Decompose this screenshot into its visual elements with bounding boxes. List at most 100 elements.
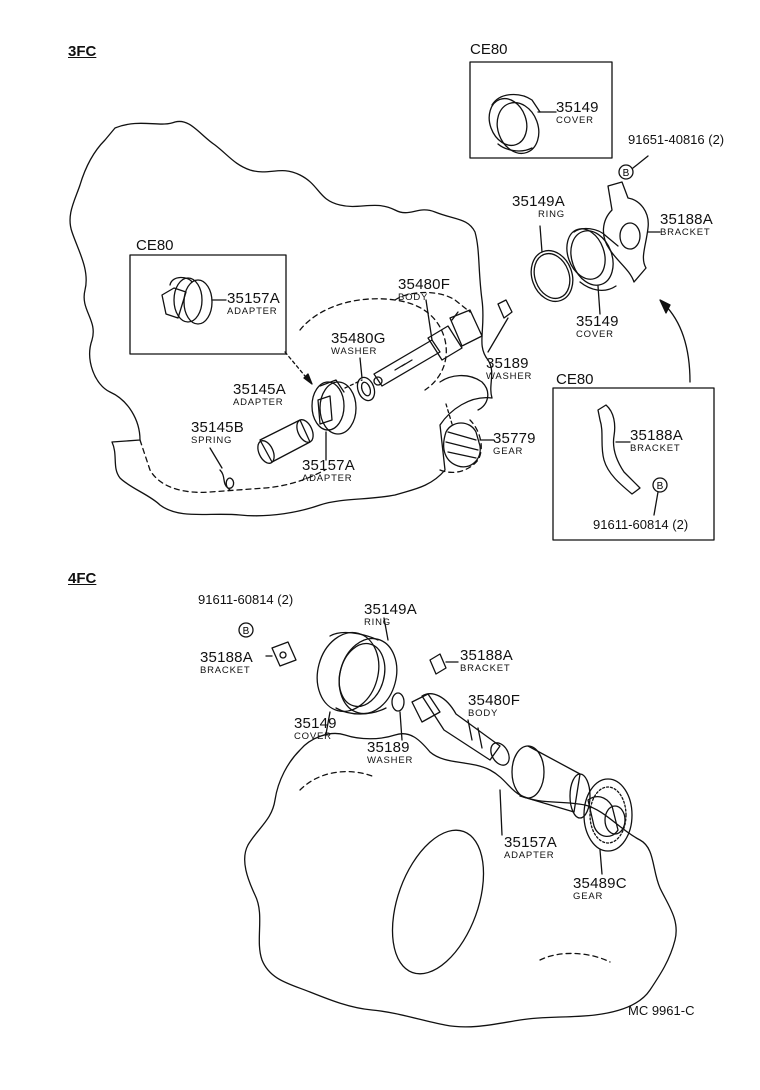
part-name: GEAR bbox=[493, 446, 524, 457]
part-name: RING bbox=[538, 209, 565, 220]
part-name: BRACKET bbox=[660, 227, 711, 238]
part-number: 35149A bbox=[364, 601, 417, 618]
washer-35189-top-drawing bbox=[487, 299, 513, 353]
ce80-box-bracket bbox=[552, 387, 715, 541]
inner-case-dashed-top-3 bbox=[139, 439, 326, 494]
callout-35149-top: 35149 COVER bbox=[576, 314, 619, 340]
part-name: BRACKET bbox=[630, 443, 681, 454]
part-number: 35188A bbox=[660, 211, 713, 228]
callout-35149A-bottom: 35149A RING bbox=[364, 602, 417, 628]
bracket-35188A-top-drawing bbox=[602, 155, 661, 283]
part-name: ADAPTER bbox=[504, 850, 555, 861]
part-name: ADAPTER bbox=[302, 473, 353, 484]
bolt-bottom-circle bbox=[238, 622, 254, 638]
bolt-marker-top: B bbox=[623, 168, 630, 179]
transmission-case-outline-bottom bbox=[244, 732, 677, 1028]
callout-35189-top: 35189 WASHER bbox=[486, 356, 532, 382]
inner-case-dashed-top-2 bbox=[394, 291, 471, 313]
callout-35157A-bottom: 35157A ADAPTER bbox=[504, 835, 557, 861]
part-name: WASHER bbox=[331, 346, 378, 357]
callout-35188A-bottom-right: 35188A BRACKET bbox=[460, 648, 513, 674]
callout-35480G: 35480G WASHER bbox=[331, 331, 386, 357]
part-number: 35188A bbox=[460, 647, 513, 664]
part-number: 35157A bbox=[302, 457, 355, 474]
bolt-code-91611-box: 91611-60814 (2) bbox=[593, 517, 689, 532]
part-name: RING bbox=[364, 617, 391, 628]
callout-35157A-top: 35157A ADAPTER bbox=[302, 458, 355, 484]
ce80-box-title-adapter: CE80 bbox=[136, 237, 174, 254]
section-label-3fc: 3FC bbox=[68, 43, 97, 60]
ring-cover-top-drawing bbox=[530, 225, 619, 315]
adapter-35157A-bottom-drawing bbox=[499, 745, 591, 836]
part-number: 35189 bbox=[367, 739, 410, 756]
gear-35489C-drawing bbox=[583, 778, 633, 875]
part-number: 35188A bbox=[630, 427, 683, 444]
ce80-box-title-cover: CE80 bbox=[470, 41, 508, 58]
ce80-box-adapter bbox=[129, 254, 287, 355]
bracket-35188A-box-drawing bbox=[597, 404, 668, 516]
callout-35188A-box: 35188A BRACKET bbox=[630, 428, 683, 454]
part-name: SPRING bbox=[191, 435, 233, 446]
part-number: 35157A bbox=[504, 834, 557, 851]
part-number: 35149A bbox=[512, 193, 565, 210]
bell-housing-opening bbox=[391, 829, 485, 975]
adapter-35145A-drawing bbox=[257, 419, 314, 464]
part-number: 35145A bbox=[233, 381, 286, 398]
callout-35480F-top: 35480F BODY bbox=[398, 277, 450, 303]
transmission-case-outline-top bbox=[69, 120, 493, 517]
part-number: 35149 bbox=[576, 313, 619, 330]
part-name: ADAPTER bbox=[233, 397, 284, 408]
part-name: WASHER bbox=[486, 371, 533, 382]
part-name: BODY bbox=[398, 292, 429, 303]
part-number: 35149 bbox=[294, 715, 337, 732]
adapter-35157A-top-drawing bbox=[311, 379, 357, 461]
part-name: COVER bbox=[294, 731, 332, 742]
part-number: 35188A bbox=[200, 649, 253, 666]
section-label-4fc: 4FC bbox=[68, 570, 97, 587]
body-35480F-bottom-drawing bbox=[411, 693, 510, 766]
inner-case-dashed-top bbox=[299, 298, 447, 391]
adapter-35157A-box-drawing bbox=[161, 276, 227, 325]
part-number: 35489C bbox=[573, 875, 627, 892]
callout-35188A-bottom-left: 35188A BRACKET bbox=[200, 650, 253, 676]
callout-35149A-top: 35149A RING bbox=[512, 194, 565, 220]
bolt-code-91611-bottom: 91611-60814 (2) bbox=[198, 592, 294, 607]
callout-35489C: 35489C GEAR bbox=[573, 876, 627, 902]
part-name: WASHER bbox=[367, 755, 414, 766]
part-name: BODY bbox=[468, 708, 499, 719]
gear-35779-drawing bbox=[443, 403, 495, 468]
part-number: 35480F bbox=[468, 692, 521, 709]
callout-35145A: 35145A ADAPTER bbox=[233, 382, 286, 408]
part-number: 35480G bbox=[331, 330, 386, 347]
part-name: COVER bbox=[556, 115, 594, 126]
washer-35189-bottom-drawing bbox=[391, 692, 405, 741]
inner-case-dashed-bottom bbox=[299, 771, 373, 791]
part-number: 35149 bbox=[556, 99, 599, 116]
callout-35149-bottom: 35149 COVER bbox=[294, 716, 337, 742]
bolt-marker-bottom: B bbox=[243, 626, 250, 637]
callout-35188A-top: 35188A BRACKET bbox=[660, 212, 713, 238]
washer-35480G-drawing bbox=[356, 357, 376, 402]
part-number: 35779 bbox=[493, 430, 536, 447]
callout-35157A-box: 35157A ADAPTER bbox=[227, 291, 280, 317]
part-number: 35189 bbox=[486, 355, 529, 372]
part-name: BRACKET bbox=[460, 663, 511, 674]
cover-35149-box-drawing bbox=[488, 93, 557, 155]
part-number: 35145B bbox=[191, 419, 244, 436]
ce80-box-title-bracket: CE80 bbox=[556, 371, 594, 388]
body-35480F-top-drawing bbox=[373, 299, 483, 387]
callout-35149-box: 35149 COVER bbox=[556, 100, 599, 126]
housing-flange-top-2 bbox=[439, 419, 482, 474]
cover-ring-bottom-drawing bbox=[316, 617, 398, 735]
arrow-box3-to-bracket bbox=[663, 303, 691, 383]
ce80-box-cover bbox=[469, 61, 613, 159]
part-number: 35157A bbox=[227, 290, 280, 307]
part-name: BRACKET bbox=[200, 665, 251, 676]
housing-flange-top bbox=[439, 374, 489, 411]
figure-code: MC 9961-C bbox=[628, 1003, 695, 1018]
callout-35189-bottom: 35189 WASHER bbox=[367, 740, 413, 766]
bolt-code-91651: 91651-40816 (2) bbox=[628, 132, 725, 147]
bracket-bottom-left-drawing bbox=[265, 641, 297, 667]
bracket-bottom-right-drawing bbox=[429, 653, 459, 675]
part-name: ADAPTER bbox=[227, 306, 278, 317]
